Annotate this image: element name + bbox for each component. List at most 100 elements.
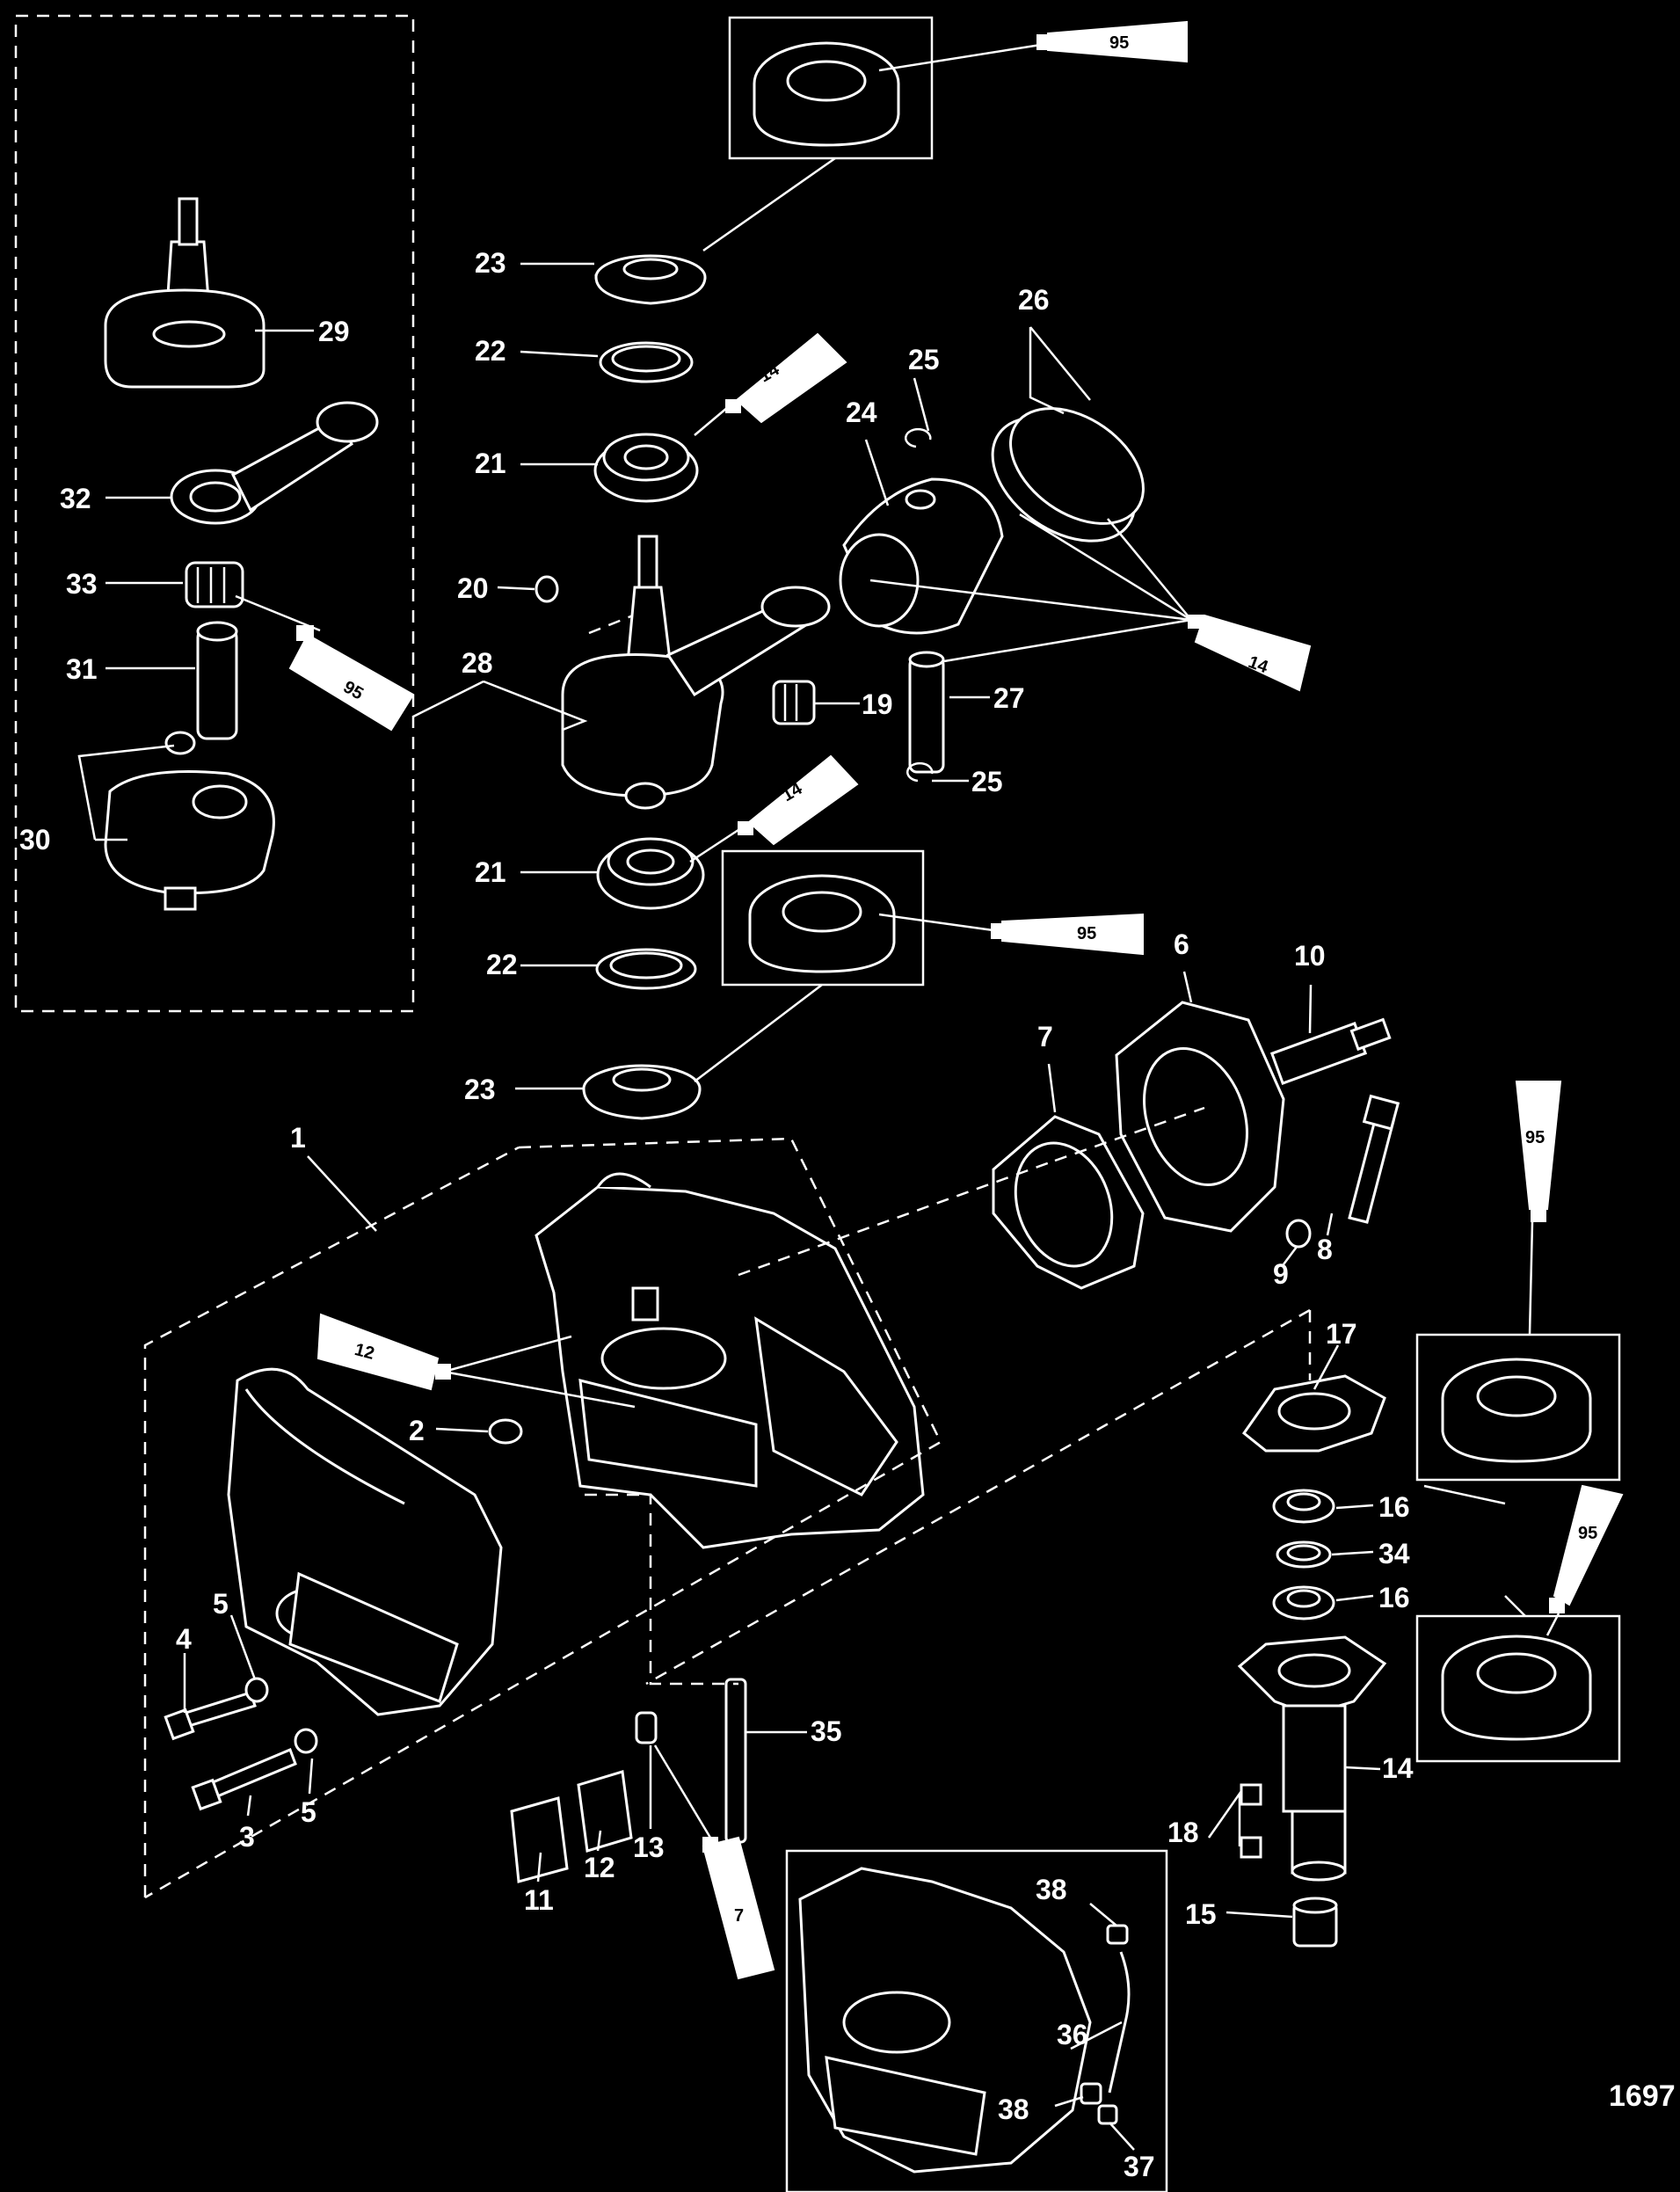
callout-38: 38 bbox=[1036, 1874, 1067, 1905]
bolt-8-part bbox=[1348, 1094, 1400, 1224]
piston-pin-part bbox=[908, 651, 945, 774]
lubricant-tube-95-mid: 95 bbox=[991, 913, 1144, 956]
bolt-4-part bbox=[164, 1691, 257, 1741]
seal-detail-box-top bbox=[728, 16, 934, 160]
seal-16-lower-part bbox=[1272, 1585, 1335, 1620]
tube-35-part bbox=[724, 1678, 747, 1844]
callout-23: 23 bbox=[475, 247, 506, 279]
bearing-21-upper-part bbox=[593, 433, 699, 503]
spark-plug-part bbox=[1269, 1017, 1392, 1085]
callout-3: 3 bbox=[239, 1821, 255, 1853]
callout-16: 16 bbox=[1378, 1582, 1410, 1613]
callout-26: 26 bbox=[1018, 284, 1050, 316]
callout-32: 32 bbox=[60, 483, 91, 514]
callout-21: 21 bbox=[475, 448, 506, 479]
woodruff-key-20-part bbox=[535, 575, 559, 603]
bolts-18-part bbox=[1240, 1783, 1262, 1859]
fitting-13-part bbox=[635, 1711, 658, 1744]
callout-21: 21 bbox=[475, 856, 506, 888]
callout-36: 36 bbox=[1057, 2019, 1088, 2050]
tube-code-label: 7 bbox=[734, 1906, 744, 1926]
callout-35: 35 bbox=[811, 1715, 842, 1747]
callout-13: 13 bbox=[633, 1832, 665, 1863]
callout-9: 9 bbox=[1273, 1258, 1289, 1290]
bushing-15-part bbox=[1292, 1897, 1338, 1948]
callout-34: 34 bbox=[1378, 1538, 1410, 1569]
callout-38: 38 bbox=[998, 2094, 1029, 2125]
lubricant-tube-12: 12 bbox=[316, 1313, 451, 1391]
callout-25: 25 bbox=[971, 766, 1003, 797]
callout-20: 20 bbox=[457, 572, 489, 604]
seal-detail-box-right-upper bbox=[1415, 1333, 1621, 1482]
ring-22-upper-part bbox=[599, 341, 694, 383]
callout-4: 4 bbox=[176, 1623, 192, 1655]
callout-5: 5 bbox=[213, 1588, 229, 1620]
crankshaft-lower-part bbox=[104, 731, 275, 911]
seal-16-upper-part bbox=[1272, 1489, 1335, 1524]
circlip-25-upper-part bbox=[905, 427, 932, 448]
callout-1: 1 bbox=[290, 1122, 306, 1154]
bolt-3-part bbox=[191, 1748, 297, 1811]
callout-7: 7 bbox=[1037, 1021, 1053, 1052]
lubricant-tube-14-a: 14 bbox=[725, 332, 847, 424]
callout-8: 8 bbox=[1317, 1234, 1333, 1265]
crank-pin-part bbox=[196, 621, 238, 740]
callout-33: 33 bbox=[66, 568, 98, 600]
seal-detail-box-right-lower bbox=[1415, 1614, 1621, 1763]
crankshaft-28-part bbox=[561, 535, 831, 810]
callout-16: 16 bbox=[1378, 1491, 1410, 1523]
washer-9-part bbox=[1285, 1219, 1312, 1249]
callout-11: 11 bbox=[524, 1884, 554, 1916]
washer-5-lower-part bbox=[294, 1728, 318, 1754]
callout-27: 27 bbox=[993, 682, 1025, 714]
tube-code-label: 95 bbox=[1109, 33, 1129, 53]
piston-rings-part bbox=[991, 407, 1145, 543]
bearing-21-lower-part bbox=[596, 837, 705, 910]
tube-code-label: 95 bbox=[1525, 1128, 1545, 1147]
crankshaft-upper-part bbox=[104, 197, 265, 389]
drive-housing-14-part bbox=[1237, 1635, 1387, 1882]
crankcase-part bbox=[535, 1172, 925, 1549]
figure-id-label: 1697 bbox=[1609, 2079, 1676, 2113]
callout-31: 31 bbox=[66, 653, 98, 685]
callout-22: 22 bbox=[475, 335, 506, 367]
lubricant-tube-95-crank: 95 bbox=[288, 625, 415, 732]
callout-12: 12 bbox=[584, 1852, 615, 1883]
callout-15: 15 bbox=[1185, 1898, 1217, 1930]
seal-23-lower-part bbox=[582, 1064, 702, 1120]
fitting-2-part bbox=[488, 1418, 523, 1445]
callout-30: 30 bbox=[19, 824, 51, 856]
callout-29: 29 bbox=[318, 316, 350, 347]
callout-19: 19 bbox=[862, 688, 893, 720]
ring-34-part bbox=[1276, 1540, 1332, 1569]
needle-bearing-19-part bbox=[772, 680, 816, 725]
crankcase-detail-box bbox=[785, 1849, 1168, 2192]
lubricant-tube-95-right-lower: 95 bbox=[1549, 1484, 1624, 1613]
tube-code-label: 95 bbox=[1578, 1524, 1597, 1543]
washer-5-upper-part bbox=[244, 1677, 269, 1703]
callout-18: 18 bbox=[1167, 1817, 1199, 1848]
callout-14: 14 bbox=[1382, 1752, 1414, 1784]
reed-valve-12-part bbox=[577, 1770, 633, 1853]
seal-23-upper-part bbox=[594, 254, 707, 305]
callout-5: 5 bbox=[301, 1796, 316, 1828]
seal-retainer-17-part bbox=[1241, 1374, 1386, 1453]
crankshaft-assembly-box bbox=[14, 14, 415, 1013]
callout-24: 24 bbox=[846, 397, 877, 428]
lubricant-tube-14-piston: 14 bbox=[1188, 614, 1312, 692]
callout-17: 17 bbox=[1326, 1318, 1357, 1350]
lubricant-tube-95-right-upper: 95 bbox=[1515, 1081, 1562, 1222]
ring-22-lower-part bbox=[595, 948, 697, 990]
intake-housing-part bbox=[227, 1367, 503, 1716]
gasket-7-part bbox=[992, 1115, 1145, 1290]
callout-22: 22 bbox=[486, 949, 518, 980]
cylinder-head-part bbox=[1115, 1001, 1285, 1233]
reed-plate-11-part bbox=[510, 1796, 569, 1883]
lubricant-tube-95-top: 95 bbox=[1036, 20, 1188, 63]
callout-23: 23 bbox=[464, 1074, 496, 1105]
circlip-25-lower-part bbox=[906, 761, 934, 783]
callout-37: 37 bbox=[1124, 2151, 1155, 2182]
needle-bearing-33-part bbox=[185, 561, 244, 608]
seal-detail-box-mid bbox=[721, 849, 925, 987]
